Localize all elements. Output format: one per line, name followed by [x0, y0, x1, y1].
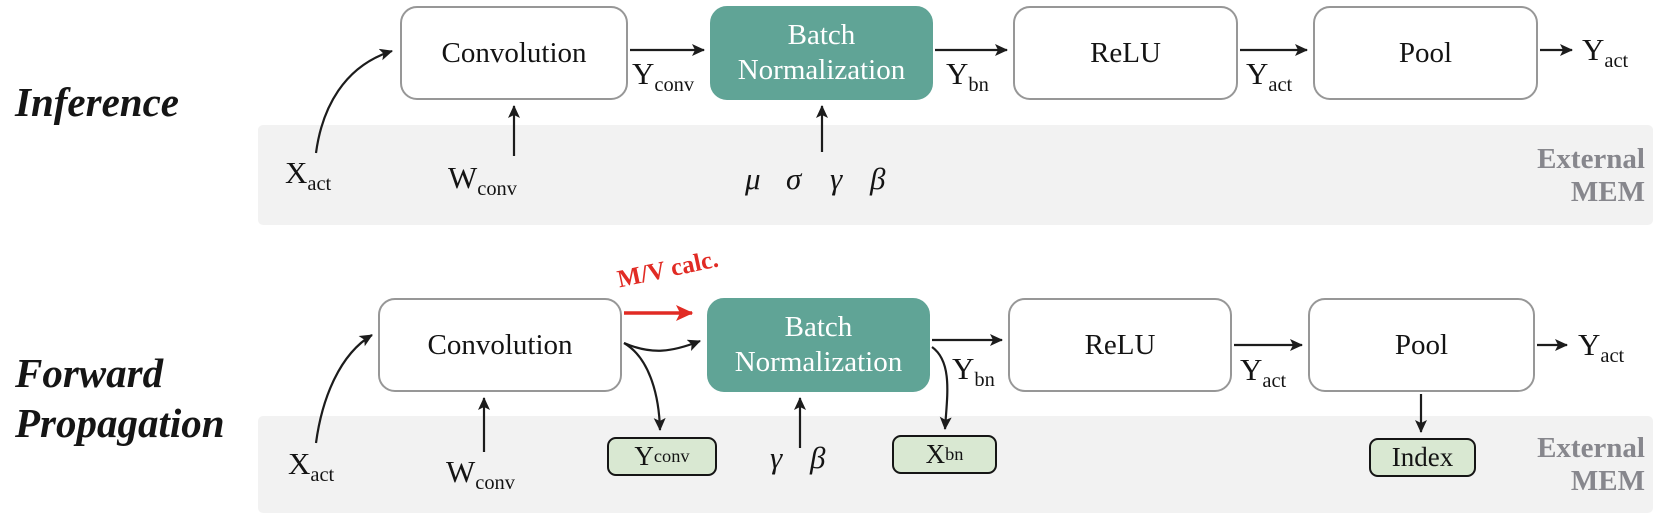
convolution-label: Convolution: [427, 328, 573, 361]
mv-calc-note: M/V calc.: [615, 245, 721, 294]
label-main: W: [448, 160, 478, 195]
label-main: W: [446, 454, 476, 489]
label-sub: act: [307, 173, 332, 196]
label-y-out-forward: Yact: [1578, 327, 1624, 368]
label-main: Y: [1240, 352, 1263, 387]
external-mem-line2: MEM: [1570, 465, 1645, 497]
label-main: Y: [1246, 56, 1269, 91]
label-sub: act: [1268, 74, 1293, 97]
arrow-conv-to-bn-forward: [623, 339, 701, 352]
convolution-block-forward: Convolution: [378, 298, 622, 392]
batch-normalization-label: Batch Normalization: [735, 310, 903, 381]
external-mem-label-inference: External MEM: [1450, 143, 1645, 209]
label-mu: μ: [745, 161, 761, 196]
label-main: Y: [952, 351, 975, 386]
bn-line2: Normalization: [737, 54, 906, 86]
batch-normalization-block-inference: Batch Normalization: [710, 6, 933, 100]
label-y-bn-forward: Ybn: [952, 351, 995, 392]
label-sub: conv: [653, 446, 690, 466]
label-y-act-inference: Yact: [1246, 56, 1292, 97]
mem-box-index: Index: [1369, 438, 1476, 477]
title-line2: Propagation: [15, 400, 225, 446]
label-x-act-inference: Xact: [285, 155, 331, 196]
label-main: Y: [1578, 327, 1601, 362]
label-y-out-inference: Yact: [1582, 32, 1628, 73]
relu-label: ReLU: [1090, 36, 1161, 69]
bn-line2: Normalization: [734, 346, 903, 378]
label-x-act-forward: Xact: [288, 446, 334, 487]
batch-normalization-label: Batch Normalization: [738, 18, 906, 89]
label-sub: conv: [475, 472, 515, 495]
label-sub: act: [1262, 370, 1287, 393]
label-sub: bn: [968, 74, 989, 97]
label-sub: act: [310, 464, 335, 487]
external-mem-line1: External: [1537, 143, 1645, 175]
pool-block-forward: Pool: [1308, 298, 1535, 392]
label-sub: act: [1600, 345, 1625, 368]
row-title-forward: Forward Propagation: [15, 348, 225, 448]
label-main: Y: [946, 56, 969, 91]
label-y-bn-inference: Ybn: [946, 56, 989, 97]
label-gamma-forward: γ: [770, 440, 783, 475]
label-w-conv-forward: Wconv: [446, 454, 515, 495]
label-sub: bn: [945, 444, 964, 464]
bn-line1: Batch: [784, 310, 853, 343]
label-beta-inference: β: [870, 161, 886, 196]
label-beta-forward: β: [810, 440, 826, 475]
row-title-inference: Inference: [15, 79, 179, 125]
label-main: Y: [634, 441, 654, 471]
label-main: X: [925, 439, 946, 469]
label-y-act-forward: Yact: [1240, 352, 1286, 393]
convolution-block-inference: Convolution: [400, 6, 628, 100]
external-mem-line1: External: [1537, 432, 1645, 464]
label-w-conv-inference: Wconv: [448, 160, 517, 201]
external-mem-band-inference: [258, 125, 1653, 225]
label-sub: bn: [974, 369, 995, 392]
relu-label: ReLU: [1084, 328, 1156, 361]
external-mem-line2: MEM: [1570, 176, 1645, 208]
label-main: X: [288, 446, 311, 481]
label-main: X: [285, 155, 308, 190]
label-y-conv-inference: Yconv: [632, 56, 694, 97]
label-main: Y: [632, 56, 655, 91]
bn-line1: Batch: [787, 18, 856, 51]
label-sigma: σ: [786, 161, 802, 196]
label-main: Y: [1582, 32, 1605, 67]
pool-label: Pool: [1398, 36, 1453, 69]
relu-block-inference: ReLU: [1013, 6, 1238, 100]
external-mem-label-forward: External MEM: [1450, 432, 1645, 498]
label-sub: conv: [477, 178, 517, 201]
label-sub: act: [1604, 50, 1629, 73]
batch-normalization-block-forward: Batch Normalization: [707, 298, 930, 392]
title-line1: Forward: [15, 350, 164, 396]
pool-block-inference: Pool: [1313, 6, 1538, 100]
label-gamma-inference: γ: [830, 161, 843, 196]
convolution-label: Convolution: [441, 36, 587, 69]
pool-label: Pool: [1394, 328, 1449, 361]
label-sub: conv: [654, 74, 695, 97]
relu-block-forward: ReLU: [1008, 298, 1232, 392]
index-label: Index: [1391, 442, 1454, 472]
